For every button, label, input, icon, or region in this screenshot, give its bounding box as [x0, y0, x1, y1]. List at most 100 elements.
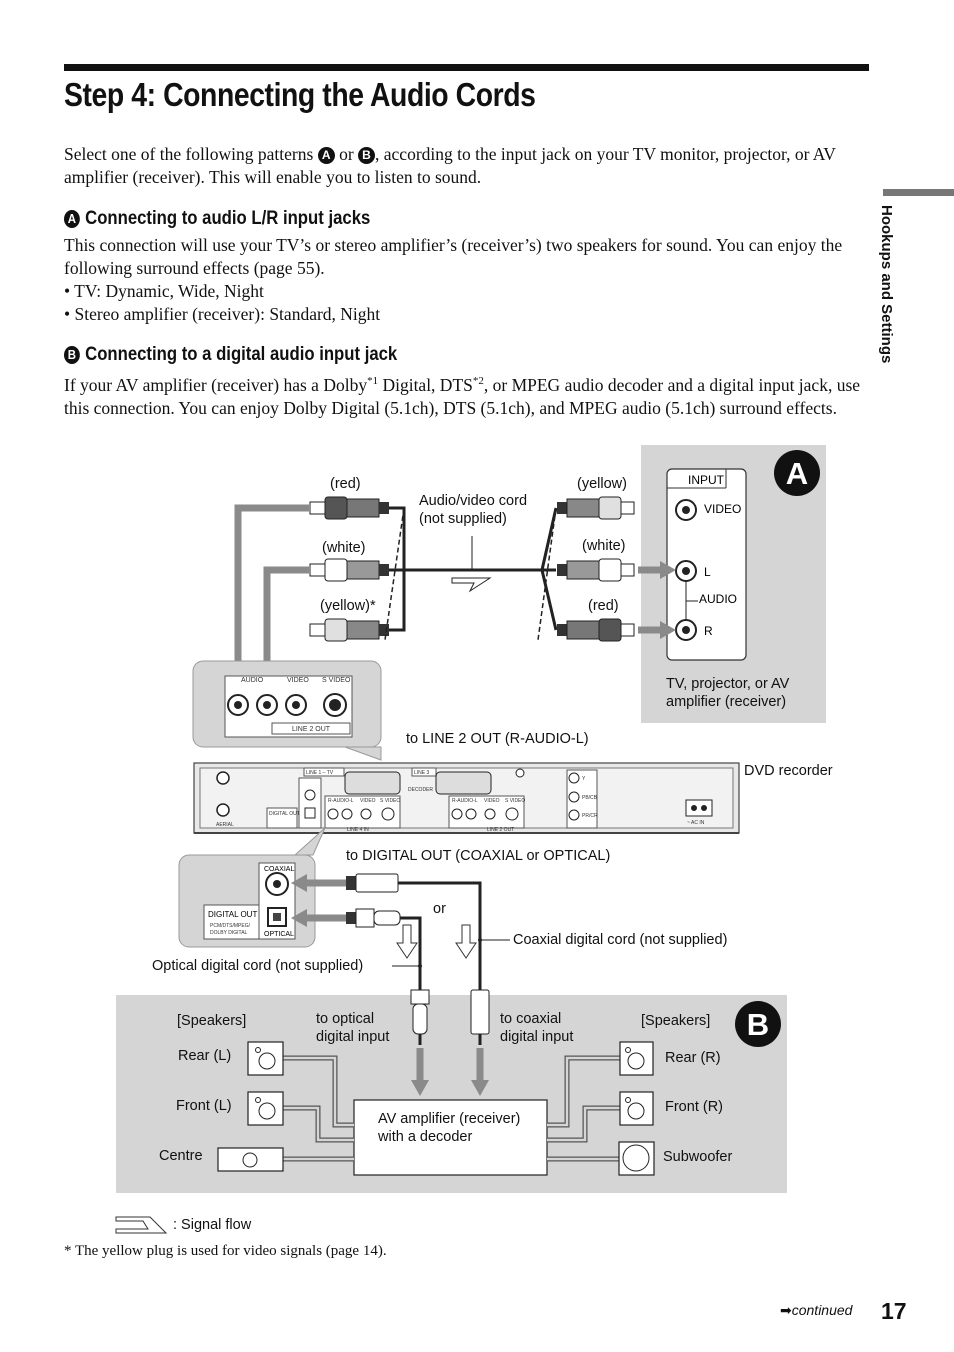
tv-audio-l-jack: [675, 560, 697, 582]
label-rear-l: Rear (L): [178, 1048, 232, 1064]
label-front-r: Front (R): [665, 1099, 723, 1115]
zoom-pointer: [293, 827, 326, 856]
label-front-l: Front (L): [176, 1098, 232, 1114]
label-left-yellow: (yellow)*: [320, 598, 376, 614]
intro-paragraph: Select one of the following patterns A o…: [64, 143, 869, 189]
intro-text-3: , according to the input jack on your TV…: [64, 144, 836, 187]
recorder-line1-label: LINE 1 – TV: [306, 770, 334, 776]
optical-plug: [346, 908, 401, 928]
label-line2-out: to LINE 2 OUT (R-AUDIO-L): [406, 731, 589, 747]
section-b-text-3: , or MPEG audio decoder and a digital in…: [64, 374, 861, 418]
label-coaxial-cord: Coaxial digital cord (not supplied): [513, 932, 728, 948]
label-optical-cord: Optical digital cord (not supplied): [152, 958, 364, 974]
zoom-jack-video: [285, 694, 307, 716]
label-digital-out: to DIGITAL OUT (COAXIAL or OPTICAL): [346, 848, 611, 864]
label-speakers-right: [Speakers]: [641, 1013, 711, 1029]
continued-label: continued: [791, 1302, 853, 1318]
label-subwoofer: Subwoofer: [663, 1149, 733, 1165]
plug-right-white: [557, 558, 635, 582]
digital-out-label-box: [203, 904, 260, 940]
optical-jack: [267, 907, 287, 927]
recorder-line4in-label: LINE 4 IN: [347, 827, 369, 833]
pattern-a-badge-text: A: [786, 456, 808, 491]
tv-audio-r-jack: [675, 619, 697, 641]
label-av-amplifier: AV amplifier (receiver) with a decoder: [378, 1111, 521, 1145]
coaxial-plug-amp: [470, 989, 490, 1035]
recorder-line4-video: VIDEO: [360, 798, 376, 804]
cord-right: [540, 507, 558, 631]
side-tab-bar: [883, 189, 954, 196]
section-b-text-2: Digital, DTS: [378, 374, 473, 395]
label-to-optical: to optical digital input: [316, 1011, 390, 1045]
av-amplifier: [353, 1099, 548, 1176]
intro-text-1: Select one of the following patterns: [64, 144, 318, 164]
tv-audio-label: AUDIO: [699, 592, 737, 606]
signal-flow-arrow-icon: [455, 924, 477, 959]
section-b-badge: B: [64, 346, 80, 364]
label-or: or: [433, 901, 446, 917]
footnote-ref-2: *2: [472, 375, 484, 387]
zoom-coaxial-label: COAXIAL: [264, 866, 294, 873]
speaker-wire-front-r-inner: [547, 1106, 620, 1142]
section-a-body: This connection will use your TV’s or st…: [64, 235, 843, 278]
section-b-text-1: If your AV amplifier (receiver) has a Do…: [64, 374, 368, 395]
speaker-wire-front-l-inner: [283, 1106, 354, 1142]
footnote: * The yellow plug is used for video sign…: [64, 1243, 387, 1259]
recorder-y-label: Y: [582, 776, 586, 782]
cord-left: [389, 506, 406, 572]
recorder-digital-out-label: DIGITAL OUT: [269, 811, 300, 817]
continued-arrow-icon: ➡: [780, 1302, 792, 1318]
zoom-digital-out-label: DIGITAL OUT: [208, 910, 257, 919]
label-speakers-left: [Speakers]: [177, 1013, 247, 1029]
label-right-red: (red): [588, 598, 619, 614]
pattern-b-badge-circle: [735, 1001, 781, 1047]
plug-left-white: [309, 558, 389, 582]
label-right-yellow: (yellow): [577, 476, 627, 492]
tv-input-header: INPUT: [688, 473, 725, 487]
section-a-bullet: • Stereo amplifier (receiver): Standard,…: [64, 304, 381, 324]
signal-flow-arrow-icon: [396, 924, 418, 959]
section-b-body: If your AV amplifier (receiver) has a Do…: [64, 370, 869, 420]
cord-bundle-left: [384, 507, 405, 641]
signal-arrow-icon: [291, 874, 307, 892]
recorder-line2out-label: LINE 2 OUT: [487, 827, 514, 833]
recorder-pr-label: PR/CR: [582, 813, 598, 819]
zoom-line2out-label: LINE 2 OUT: [292, 726, 331, 733]
coaxial-cord: [398, 881, 482, 990]
zoom-formats-label: PCM/DTS/MPEG/DOLBY DIGITAL: [210, 923, 251, 936]
plug-left-yellow: [309, 618, 389, 642]
line2-out-box: [271, 722, 351, 735]
plug-right-red: [557, 618, 635, 642]
coaxial-jack: [265, 872, 289, 896]
signal-arrow-icon: [471, 1080, 489, 1096]
recorder-line2-svideo: S VIDEO: [505, 798, 525, 804]
label-rear-r: Rear (R): [665, 1050, 721, 1066]
signal-arrow-icon: [291, 909, 307, 927]
zoom-jack-l: [256, 694, 278, 716]
signal-line-white: [263, 566, 309, 678]
signal-flow-arrow-icon: [451, 577, 492, 593]
speaker-centre-icon: [217, 1147, 284, 1172]
page-title: Step 4: Connecting the Audio Cords: [64, 76, 536, 113]
recorder-acin-label: ~ AC IN: [687, 820, 705, 826]
callout-dot: [418, 964, 422, 968]
speaker-wire-rear-l-inner: [283, 1056, 354, 1127]
label-signal-flow: : Signal flow: [173, 1217, 252, 1233]
signal-arrow-icon: [660, 561, 676, 579]
recorder-line2-rl: R-AUDIO-L: [452, 798, 478, 804]
pattern-b-badge-text: B: [747, 1007, 769, 1042]
tv-r-label: R: [704, 624, 713, 638]
tv-video-jack: [675, 499, 697, 521]
section-b-heading: B Connecting to a digital audio input jac…: [64, 344, 397, 366]
signal-arrow-icon: [660, 621, 676, 639]
cord-left: [389, 570, 406, 632]
recorder-line3-label: LINE 3: [414, 770, 430, 776]
recorder-decoder-label: DECODER: [408, 787, 433, 793]
title-rule: [64, 64, 869, 71]
cord-bundle-right: [537, 507, 557, 641]
zoom-svideo-label: S VIDEO: [322, 677, 351, 684]
section-a-bullet: • TV: Dynamic, Wide, Night: [64, 281, 264, 301]
callout-dot: [478, 938, 482, 942]
section-b-title: Connecting to a digital audio input jack: [85, 344, 398, 365]
